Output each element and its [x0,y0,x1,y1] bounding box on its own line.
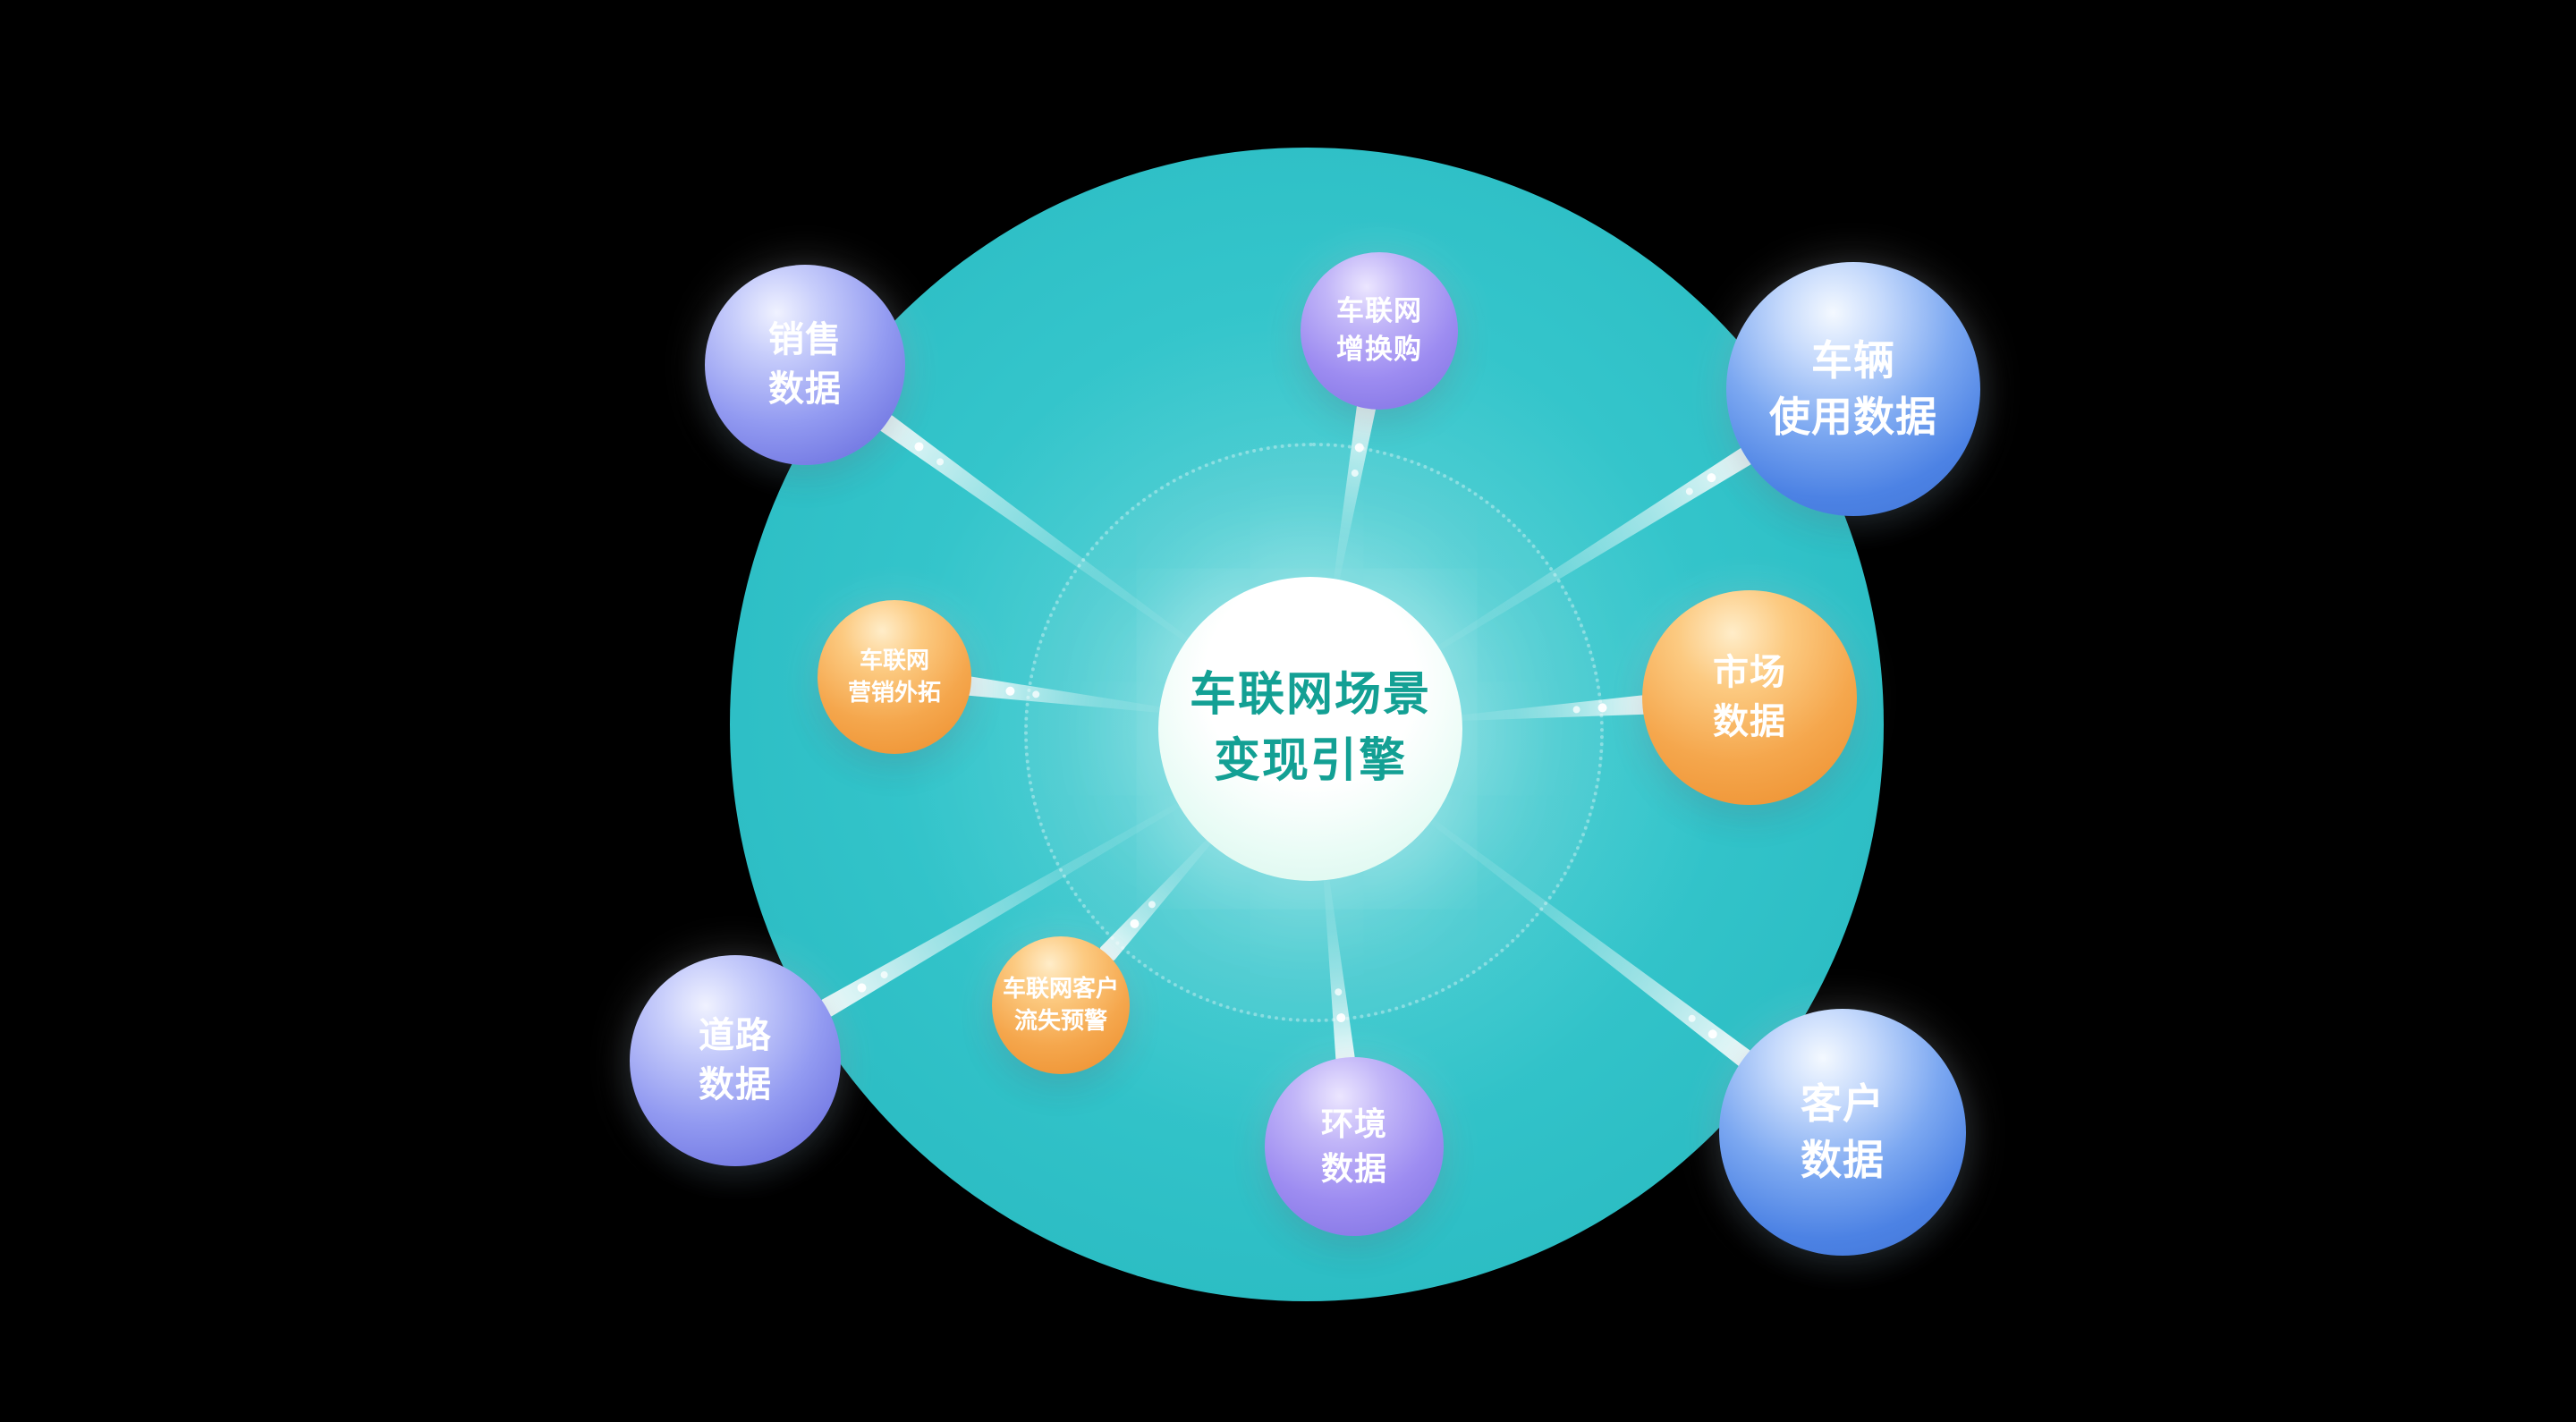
beam-dot [1707,1028,1719,1040]
beam-dot [1147,900,1157,910]
node-label-line: 流失预警 [1013,1007,1107,1034]
center-node: 车联网场景 变现引擎 [1158,577,1462,881]
node-customer-data: 客户 数据 [1719,1009,1966,1256]
beam-dot [1684,487,1694,496]
node-iov-customer-churn-warning: 车联网客户 流失预警 [992,936,1130,1074]
beam-dot [856,982,869,995]
beam-dot [1706,471,1718,484]
node-label-line: 数据 [1801,1137,1885,1183]
node-label-line: 环境 [1320,1105,1387,1143]
beam-dot [1032,690,1040,698]
beam-dot [1128,918,1140,930]
node-environment-data: 环境 数据 [1265,1057,1444,1236]
center-node-label-line: 变现引擎 [1213,735,1407,787]
node-label-line: 数据 [699,1065,772,1105]
node-iov-upgrade-repurchase: 车联网 增换购 [1301,252,1458,410]
node-label-line: 使用数据 [1769,394,1937,440]
node-label-line: 市场 [1713,652,1786,692]
dashed-ring [1024,443,1604,1022]
node-label-line: 车联网客户 [1002,975,1119,1003]
beam-dot [879,970,889,980]
node-label-line: 销售 [768,319,842,360]
node-label-line: 客户 [1801,1079,1885,1127]
center-node-label-line: 车联网场景 [1189,669,1431,722]
node-label-line: 车联网 [859,647,929,674]
beam-dot [935,457,945,467]
node-label-line: 道路 [699,1015,772,1055]
node-market-data: 市场 数据 [1642,590,1857,805]
beam-dot [913,440,926,453]
beam-dot [1351,469,1359,477]
node-road-data: 道路 数据 [630,955,841,1166]
node-vehicle-usage-data: 车辆 使用数据 [1726,262,1980,516]
beam-dot [1687,1013,1697,1023]
node-label-line: 数据 [1713,702,1786,741]
beam-dot [1005,686,1015,696]
node-label-line: 车辆 [1811,336,1895,384]
beam-dot [1335,988,1343,996]
node-label-line: 车联网 [1336,295,1422,327]
beam-dot [1572,706,1580,714]
node-sales-data: 销售 数据 [705,265,905,465]
node-iov-marketing-expansion: 车联网 营销外拓 [818,600,971,754]
beam-dot [1354,443,1365,453]
node-label-line: 营销外拓 [847,679,941,706]
node-label-line: 增换购 [1336,334,1422,365]
node-label-line: 数据 [768,369,842,409]
node-label-line: 数据 [1320,1150,1387,1187]
beam-dot [1597,703,1607,713]
beam-dot [1336,1013,1346,1023]
